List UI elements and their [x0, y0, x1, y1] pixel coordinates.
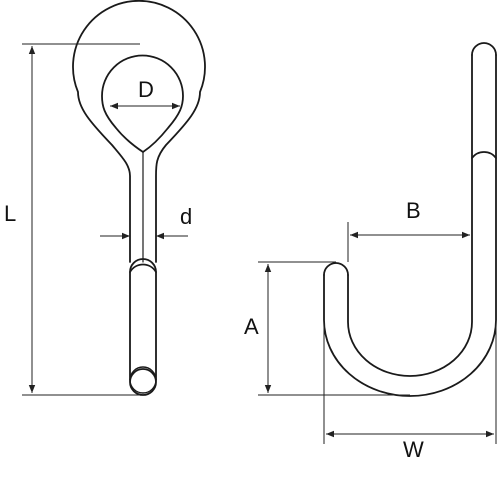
j-hook-top-end [471, 42, 497, 56]
dimension-d-label: d [180, 204, 192, 229]
dimension-A-label: A [244, 314, 259, 339]
j-hook-short-end [323, 262, 349, 276]
dimension-D-label: D [138, 77, 154, 102]
eye-bolt [72, 0, 206, 396]
j-hook-inner [347, 54, 473, 377]
j-hook-outer [323, 54, 497, 397]
eye-bolt-thread-top [129, 263, 157, 273]
dimension-B: B [347, 198, 470, 262]
dimension-A: A [244, 261, 410, 396]
eye-bolt-tip-end [129, 368, 157, 396]
eye-bolt-outer-ring [72, 0, 206, 263]
dimension-L-label: L [4, 201, 16, 226]
dimension-d: d [100, 204, 192, 240]
eye-bolt-inner-ring [101, 54, 184, 153]
eye-bolt-tip [129, 366, 157, 394]
dimension-L: L [4, 43, 140, 396]
dimension-W-label: W [403, 437, 424, 462]
j-hook [323, 42, 497, 397]
dimension-W: W [323, 320, 497, 462]
dimension-B-label: B [406, 198, 421, 223]
dimension-D: D [110, 77, 180, 110]
eye-bolt-thread-section [129, 258, 157, 381]
j-hook-thread-mark [471, 151, 497, 159]
